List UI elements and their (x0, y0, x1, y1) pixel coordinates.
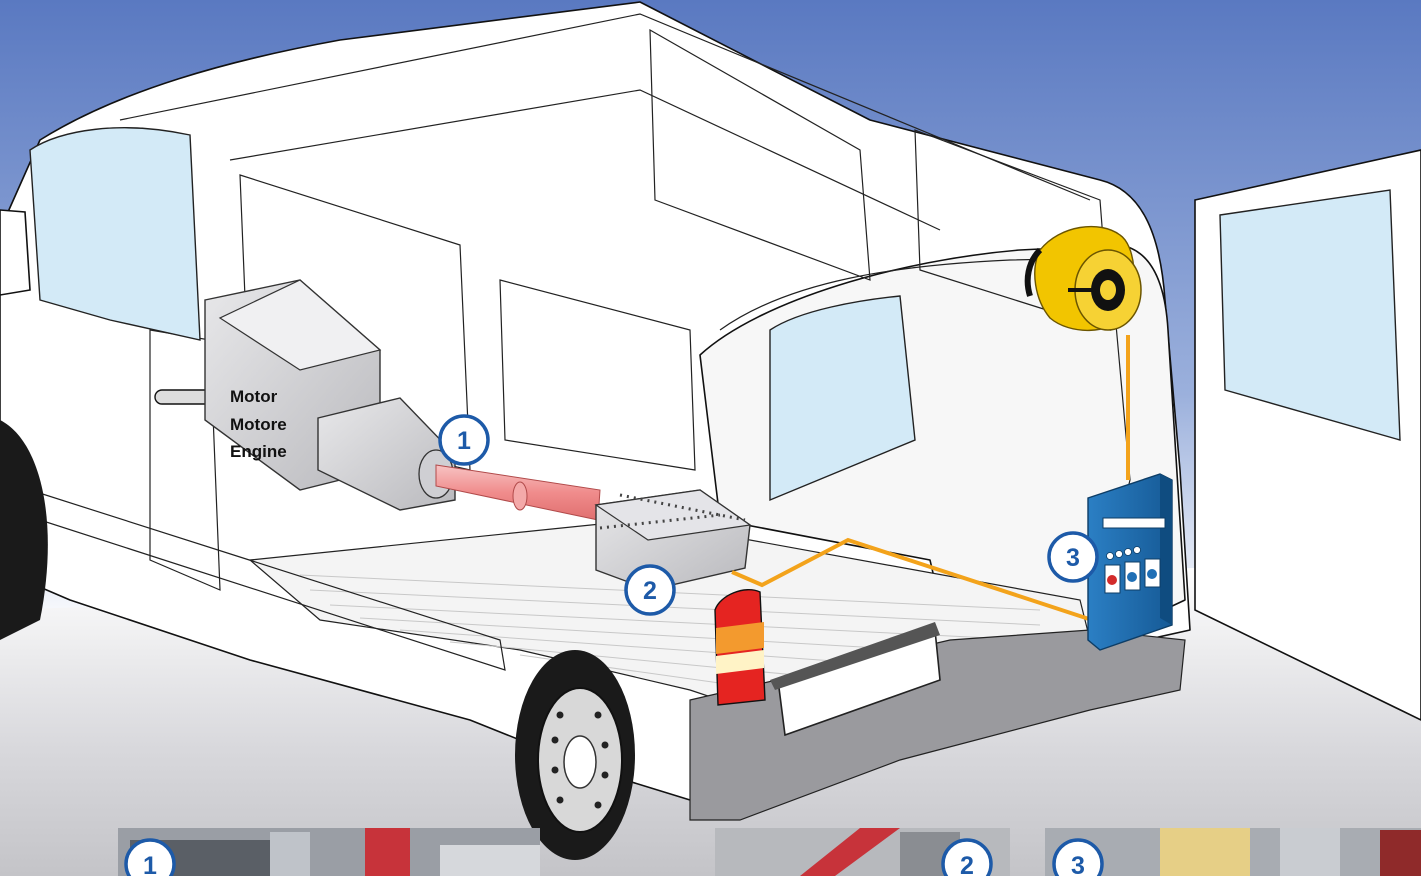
badge-1: 1 (440, 416, 488, 464)
tail-light (715, 590, 765, 705)
engine-label-de: Motor (230, 387, 278, 406)
photo-2: 2 (715, 828, 1010, 876)
photo-2-badge: 2 (960, 852, 974, 876)
engine-label-en: Engine (230, 442, 287, 461)
photo-1-badge: 1 (143, 852, 157, 876)
photo-1: 1 (118, 828, 540, 876)
svg-text:1: 1 (457, 427, 471, 455)
engine-label-it: Motore (230, 415, 287, 434)
photo-3: 3 (1045, 828, 1421, 876)
badge-3: 3 (1049, 533, 1097, 581)
svg-text:2: 2 (643, 577, 657, 605)
badge-2: 2 (626, 566, 674, 614)
control-box (1088, 474, 1172, 650)
photo-3-badge: 3 (1071, 852, 1085, 876)
svg-text:3: 3 (1066, 544, 1080, 572)
side-mirror (0, 210, 30, 295)
